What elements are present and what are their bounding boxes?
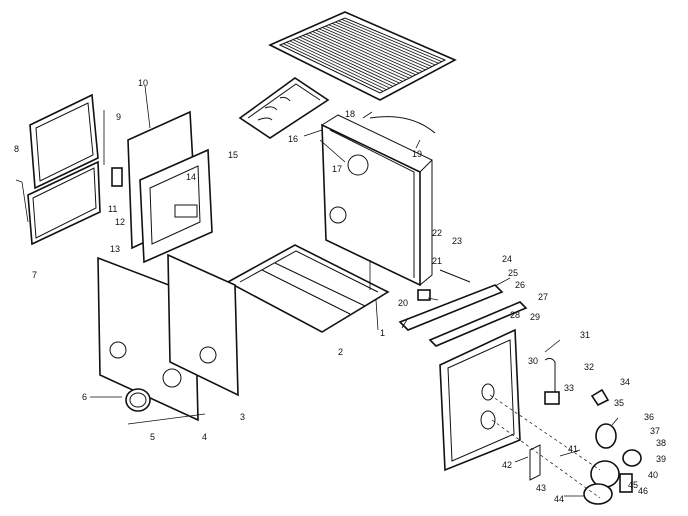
- grille-slat: [331, 23, 433, 67]
- grille-slat: [335, 21, 436, 66]
- callout-19: 19: [412, 149, 422, 159]
- callout-35: 35: [614, 398, 624, 408]
- callout-16: 16: [288, 134, 298, 144]
- callout-1: 1: [380, 328, 385, 338]
- wire-bracket: [369, 116, 436, 134]
- callout-labels: 1234567891011121314151617181920212223242…: [14, 78, 666, 504]
- callout-43: 43: [536, 483, 546, 493]
- callout-2: 2: [338, 347, 343, 357]
- callout-24: 24: [502, 254, 512, 264]
- base-pan: [226, 244, 390, 333]
- callout-6: 6: [82, 392, 87, 402]
- callout-8: 8: [14, 144, 19, 154]
- grille-slat: [315, 29, 416, 76]
- mounting-rails: [398, 269, 528, 347]
- grille-slat: [299, 36, 400, 84]
- grille-slat: [338, 20, 439, 64]
- callout-28: 28: [510, 310, 520, 320]
- grille-slat: [322, 27, 423, 72]
- callout-4: 4: [202, 432, 207, 442]
- main-cabinet: [321, 114, 433, 287]
- grille-slat: [292, 39, 394, 87]
- callout-5: 5: [150, 432, 155, 442]
- rear-panel: [439, 328, 541, 481]
- callout-37: 37: [650, 426, 660, 436]
- callout-46: 46: [638, 486, 648, 496]
- grille-slat: [289, 40, 390, 89]
- top-cover-panel: [238, 77, 330, 139]
- callout-21: 21: [432, 256, 442, 266]
- callout-10: 10: [138, 78, 148, 88]
- callout-41: 41: [568, 444, 578, 454]
- callout-30: 30: [528, 356, 538, 366]
- callout-36: 36: [644, 412, 654, 422]
- grille-slat: [305, 33, 407, 81]
- top-grille: [268, 11, 457, 101]
- grille-slat: [283, 43, 384, 92]
- callout-45: 45: [628, 480, 638, 490]
- callout-20: 20: [398, 298, 408, 308]
- callout-38: 38: [656, 438, 666, 448]
- callout-12: 12: [115, 217, 125, 227]
- grille-slat: [296, 37, 397, 86]
- callout-11: 11: [108, 204, 117, 214]
- callout-29: 29: [530, 312, 540, 322]
- grille-slat: [328, 24, 429, 69]
- callout-34: 34: [620, 377, 630, 387]
- callout-26: 26: [515, 280, 525, 290]
- grille-slat: [309, 32, 410, 79]
- callout-27: 27: [538, 292, 548, 302]
- left-door-assembly: [27, 93, 123, 246]
- grille-slat: [286, 41, 387, 91]
- grille-slat: [341, 18, 442, 63]
- callout-33: 33: [564, 383, 574, 393]
- callout-40: 40: [648, 470, 658, 480]
- blower-assembly: [489, 357, 642, 505]
- callout-25: 25: [508, 268, 518, 278]
- callout-13: 13: [110, 244, 120, 254]
- callout-3: 3: [240, 412, 245, 422]
- callout-23: 23: [452, 236, 462, 246]
- callout-22: 22: [432, 228, 442, 238]
- callout-9: 9: [116, 112, 121, 122]
- callout-15: 15: [228, 150, 238, 160]
- leader-lines: [15, 85, 619, 497]
- callout-31: 31: [580, 330, 590, 340]
- inner-panel-set: [127, 110, 213, 264]
- callout-32: 32: [584, 362, 594, 372]
- callout-39: 39: [656, 454, 666, 464]
- callout-7: 7: [32, 270, 37, 280]
- grille-slat: [318, 28, 420, 74]
- grille-slat: [325, 25, 426, 71]
- grille-slat: [312, 31, 413, 77]
- lower-front-panels: [97, 253, 239, 422]
- callout-14: 14: [186, 172, 196, 182]
- callout-18: 18: [345, 109, 355, 119]
- callout-44: 44: [554, 494, 564, 504]
- grille-slat: [302, 35, 403, 82]
- callout-42: 42: [502, 460, 512, 470]
- callout-17: 17: [332, 164, 342, 174]
